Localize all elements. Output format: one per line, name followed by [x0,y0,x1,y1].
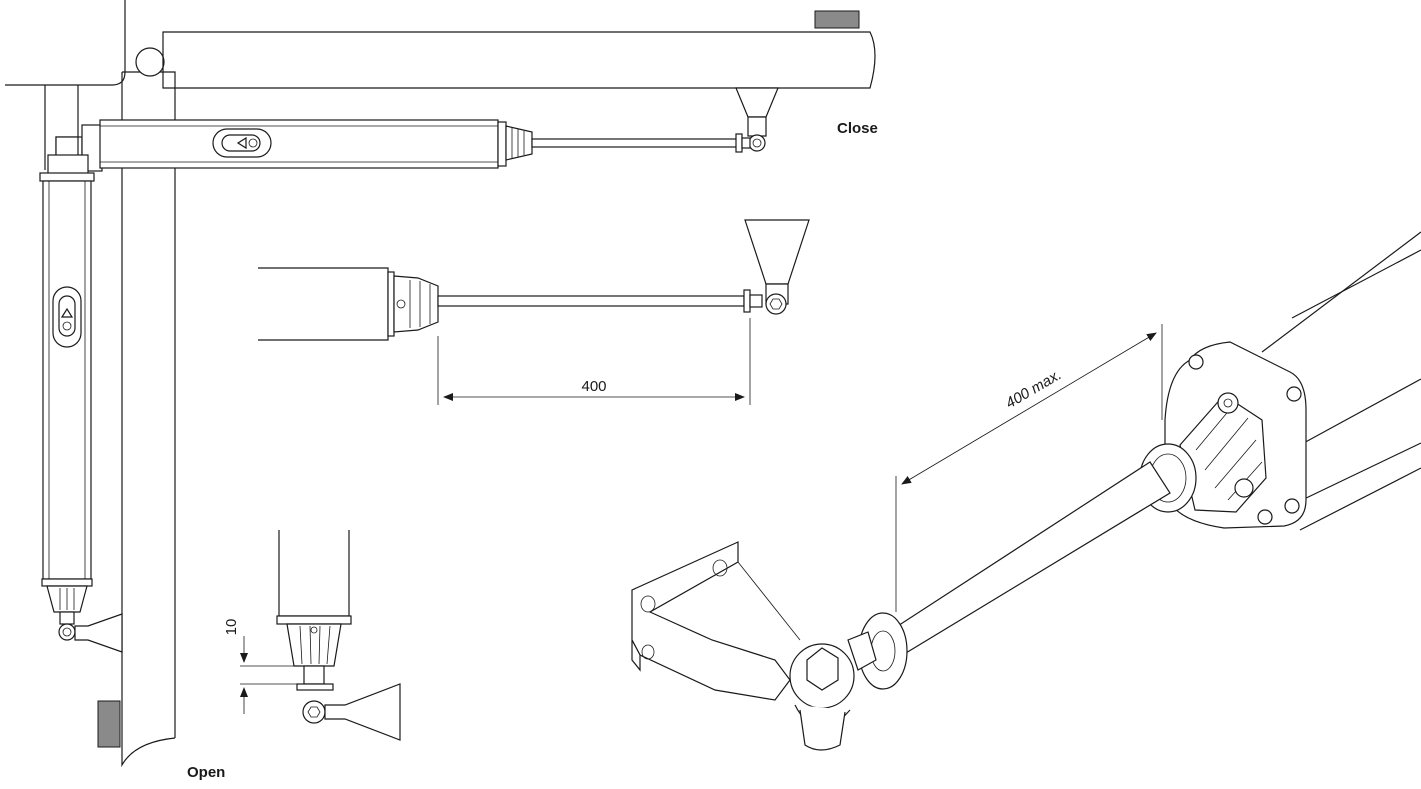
vertical-frame [121,71,176,768]
pivot-hinge [135,47,165,77]
actuator-closed [55,119,751,172]
perspective-view [631,231,1421,751]
gap-detail-view [240,530,401,741]
gap-dimension-label: 10 [223,619,240,636]
vertical-frame-outer [44,85,79,170]
actuator-open [39,136,123,653]
wall-outline [5,0,126,86]
open-label: Open [187,764,225,781]
top-marker [814,10,860,29]
close-bracket [735,87,779,152]
horizontal-sash [162,31,876,89]
stroke-dimension-label: 400 [581,378,606,395]
stroke-detail-view [258,219,810,405]
stroke-max-label: 400 max. [1003,366,1065,412]
frame-and-sash-view [5,0,876,768]
bottom-marker [97,700,121,748]
close-label: Close [837,120,878,137]
